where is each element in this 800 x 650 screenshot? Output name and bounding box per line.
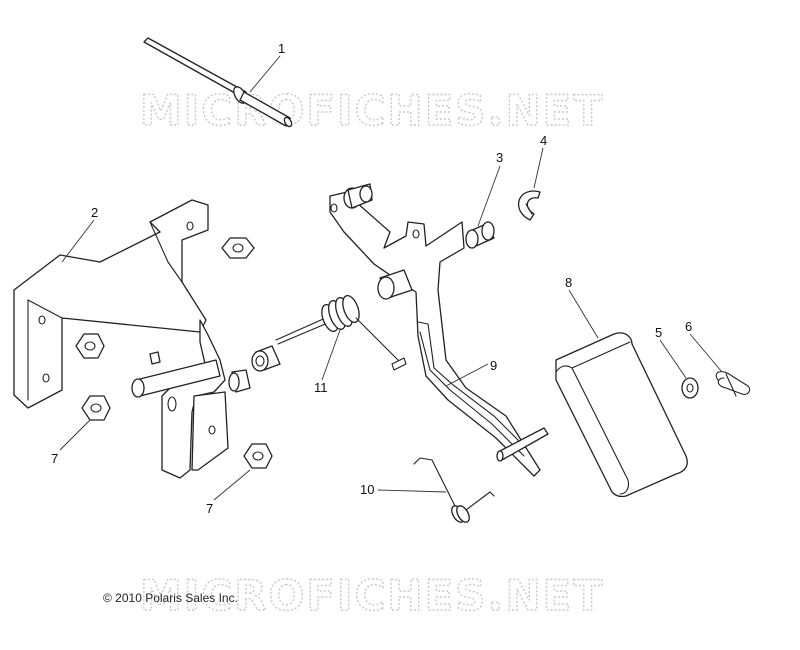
part-pedal-pad <box>555 332 688 498</box>
part-mounting-bracket <box>13 199 251 479</box>
part-bushing <box>465 221 495 249</box>
callout-4: 4 <box>540 133 547 148</box>
callout-8: 8 <box>565 275 572 290</box>
callout-1: 1 <box>278 41 285 56</box>
part-return-spring <box>413 457 495 523</box>
part-flange-nut <box>243 443 273 469</box>
callout-9: 9 <box>490 358 497 373</box>
callout-7: 7 <box>51 451 58 466</box>
callout-10: 10 <box>360 482 374 497</box>
callout-6: 6 <box>685 319 692 334</box>
part-cable-rod <box>143 37 293 128</box>
callout-7: 7 <box>206 501 213 516</box>
leader-lines <box>59 55 723 501</box>
part-hair-pin <box>715 371 751 397</box>
watermark-bottom: MICROFICHES.NET <box>140 571 604 620</box>
copyright-notice: © 2010 Polaris Sales Inc. <box>103 591 238 605</box>
part-flange-nut <box>81 395 111 421</box>
part-e-clip <box>518 190 541 221</box>
callout-3: 3 <box>496 150 503 165</box>
part-washer <box>681 377 699 399</box>
callout-11: 11 <box>314 380 328 395</box>
part-flange-nut <box>221 237 255 259</box>
part-bushing <box>251 345 281 372</box>
watermark-top: MICROFICHES.NET <box>140 86 604 135</box>
callout-5: 5 <box>655 325 662 340</box>
callout-2: 2 <box>91 205 98 220</box>
part-flange-nut <box>75 333 105 359</box>
part-torsion-spring <box>275 294 407 371</box>
part-pedal-arm <box>329 183 549 477</box>
